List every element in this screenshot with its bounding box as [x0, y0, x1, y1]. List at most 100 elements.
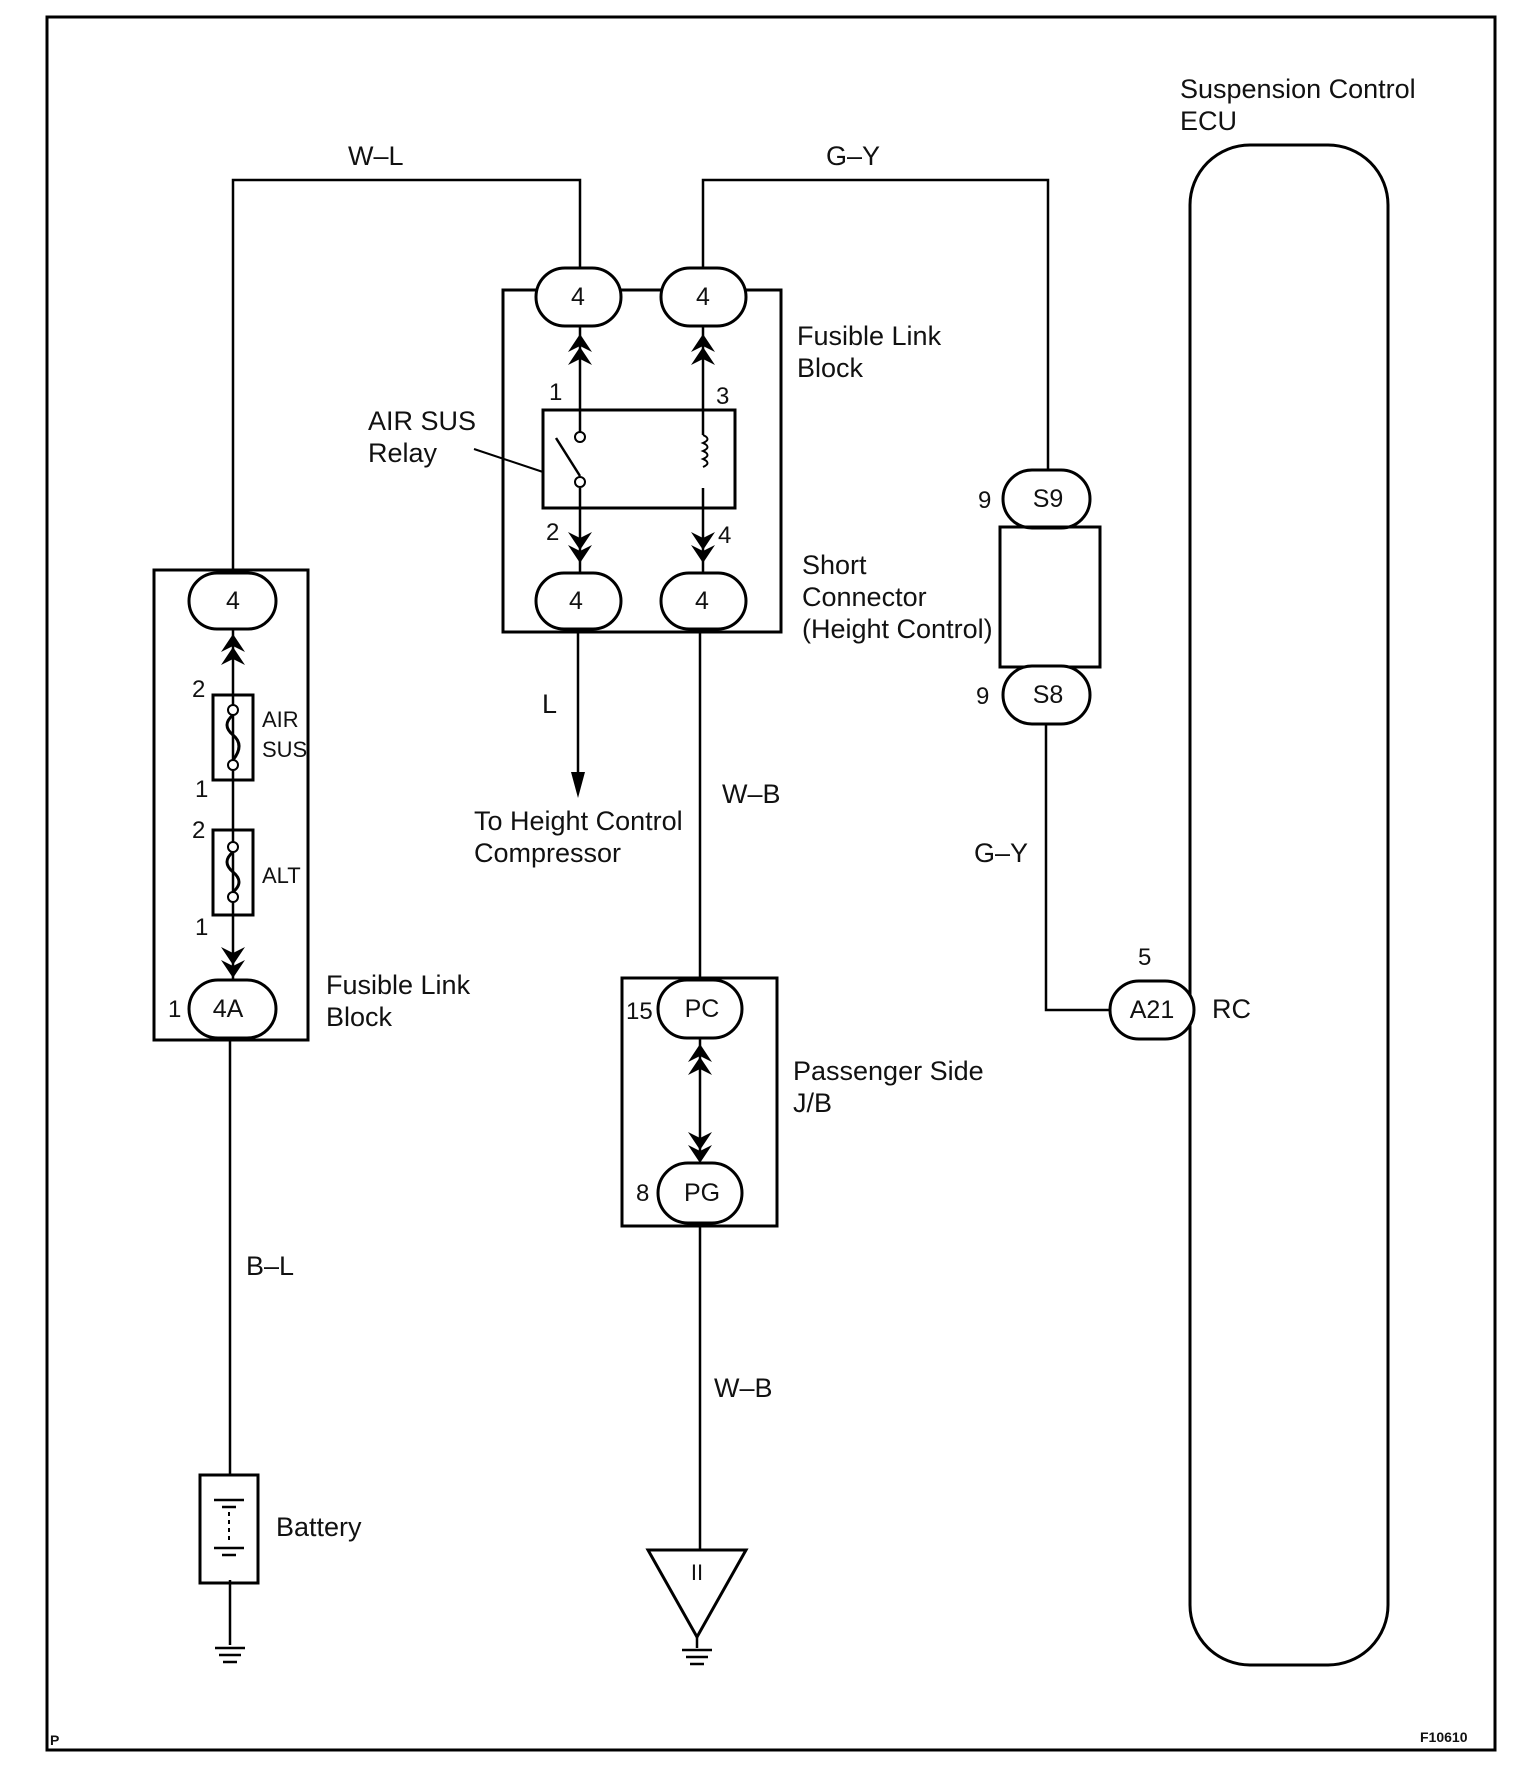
- arrow-relay-pin2-a: [568, 545, 592, 563]
- arrow-relay-pin1-b: [568, 347, 592, 365]
- pin-pc: 15: [626, 998, 653, 1025]
- relay-coil-icon: [700, 434, 709, 468]
- connector-s8: [1001, 664, 1092, 726]
- air-sus-relay-body: [541, 408, 737, 510]
- pin-pg: 8: [636, 1180, 649, 1207]
- arrow-relay-pin3-b: [691, 347, 715, 365]
- arrow-relay-pin4-b: [691, 532, 715, 550]
- battery-label: Battery: [276, 1512, 362, 1542]
- wire-label-b-l: B–L: [246, 1251, 294, 1281]
- pin-s8: 9: [976, 683, 989, 710]
- connector-relay-top-right: [659, 266, 748, 328]
- ground-icon-battery: [215, 1646, 245, 1664]
- arrow-relay-pin4-a: [691, 545, 715, 563]
- wire-label-g-y-top: G–Y: [826, 141, 880, 171]
- ecu-label-1: Suspension Control: [1180, 74, 1416, 104]
- pin-s9: 9: [978, 487, 991, 514]
- fusible-link-block-left: [152, 568, 310, 1042]
- connector-relay-bottom-left: [534, 571, 623, 631]
- wire-label-w-b-upper: W–B: [722, 779, 781, 809]
- pin-air-sus-2: 2: [192, 676, 205, 703]
- relay-switch-contact: [554, 437, 582, 477]
- ground-icon-jb: [682, 1648, 712, 1666]
- pin-left-4a: 1: [168, 996, 181, 1023]
- battery-box: [198, 1473, 260, 1585]
- short-connector-box: [998, 525, 1102, 669]
- passenger-jb-label-1: Passenger Side: [793, 1056, 984, 1086]
- pin-a21: 5: [1138, 944, 1151, 971]
- fuse-alt-icon: [225, 850, 241, 894]
- fuse-air-sus-icon: [225, 713, 241, 761]
- compressor-label-1: To Height Control: [474, 806, 683, 836]
- arrow-jb-up-b: [688, 1057, 712, 1075]
- connector-s9-label: S9: [1033, 485, 1064, 513]
- wire-label-w-b-lower: W–B: [714, 1373, 773, 1403]
- passenger-jb-box: [620, 976, 779, 1228]
- ground-point-label: II: [691, 1560, 703, 1585]
- arrow-left-top-b: [221, 647, 245, 665]
- short-connector-label-1: Short: [802, 550, 867, 580]
- compressor-label-2: Compressor: [474, 838, 621, 868]
- connector-pc: [656, 978, 744, 1040]
- pin-relay-2: 2: [546, 519, 559, 546]
- passenger-jb-label-2: J/B: [793, 1088, 832, 1118]
- fusible-link-top-label-1: Fusible Link: [797, 321, 942, 351]
- wire-label-w-l: W–L: [348, 141, 404, 171]
- fuse-air-sus-label-2: SUS: [262, 737, 307, 762]
- wire-w-l: [231, 178, 582, 570]
- connector-left-top: [187, 571, 278, 631]
- fuse-air-sus: [211, 693, 255, 782]
- pin-alt-1: 1: [195, 914, 208, 941]
- connector-a21-label: A21: [1130, 996, 1174, 1024]
- relay-leader-line: [473, 448, 544, 473]
- fuse-alt: [211, 828, 255, 917]
- fusible-link-block-top: [501, 288, 783, 634]
- wire-g-y-lower: [1044, 722, 1110, 1012]
- pin-relay-1: 1: [549, 379, 562, 406]
- fusible-link-top-label-2: Block: [797, 353, 864, 383]
- pin-air-sus-1: 1: [195, 776, 208, 803]
- pin-relay-4: 4: [718, 522, 731, 549]
- wire-label-g-y-lower: G–Y: [974, 838, 1028, 868]
- connector-left-top-label: 4: [226, 587, 240, 615]
- connector-pg-label: PG: [684, 1179, 720, 1207]
- arrow-relay-pin3-a: [691, 334, 715, 352]
- arrow-jb-up-a: [688, 1044, 712, 1062]
- wire-g-y-top: [701, 178, 1050, 470]
- ecu-label-2: ECU: [1180, 106, 1237, 136]
- connector-relay-top-left: [534, 266, 623, 328]
- connector-relay-top-left-label: 4: [571, 283, 585, 311]
- ecu-terminal-rc: RC: [1212, 994, 1251, 1024]
- short-connector-label-3: (Height Control): [802, 614, 993, 644]
- wire-label-l: L: [542, 689, 557, 719]
- arrow-relay-pin1-a: [568, 334, 592, 352]
- connector-left-4a: [187, 978, 278, 1040]
- fusible-link-left-label-2: Block: [326, 1002, 393, 1032]
- ground-triangle: [645, 1548, 749, 1641]
- pin-alt-2: 2: [192, 817, 205, 844]
- short-connector-label-2: Connector: [802, 582, 927, 612]
- connector-relay-bottom-left-label: 4: [569, 587, 583, 615]
- air-sus-relay-label-2: Relay: [368, 438, 438, 468]
- pin-relay-3: 3: [716, 383, 729, 410]
- arrow-left-bottom-b: [221, 947, 245, 965]
- figure-code: F10610: [1420, 1729, 1468, 1745]
- ecu-body: [1188, 143, 1390, 1667]
- connector-relay-bottom-right-label: 4: [695, 587, 709, 615]
- fuse-air-sus-label-1: AIR: [262, 707, 299, 732]
- connector-pc-label: PC: [685, 995, 720, 1023]
- arrow-jb-down-b: [688, 1132, 712, 1150]
- connector-a21: [1108, 979, 1196, 1041]
- arrow-to-compressor: [571, 772, 585, 798]
- connector-left-4a-label: 4A: [213, 995, 244, 1023]
- air-sus-relay-label-1: AIR SUS: [368, 406, 476, 436]
- arrow-left-bottom-a: [221, 960, 245, 978]
- arrow-left-top-a: [221, 634, 245, 652]
- arrow-relay-pin2-b: [568, 532, 592, 550]
- arrow-jb-down-a: [688, 1145, 712, 1163]
- fusible-link-left-label-1: Fusible Link: [326, 970, 471, 1000]
- connector-relay-top-right-label: 4: [696, 283, 710, 311]
- corner-label-p: P: [50, 1732, 59, 1748]
- connector-relay-bottom-right: [659, 571, 748, 631]
